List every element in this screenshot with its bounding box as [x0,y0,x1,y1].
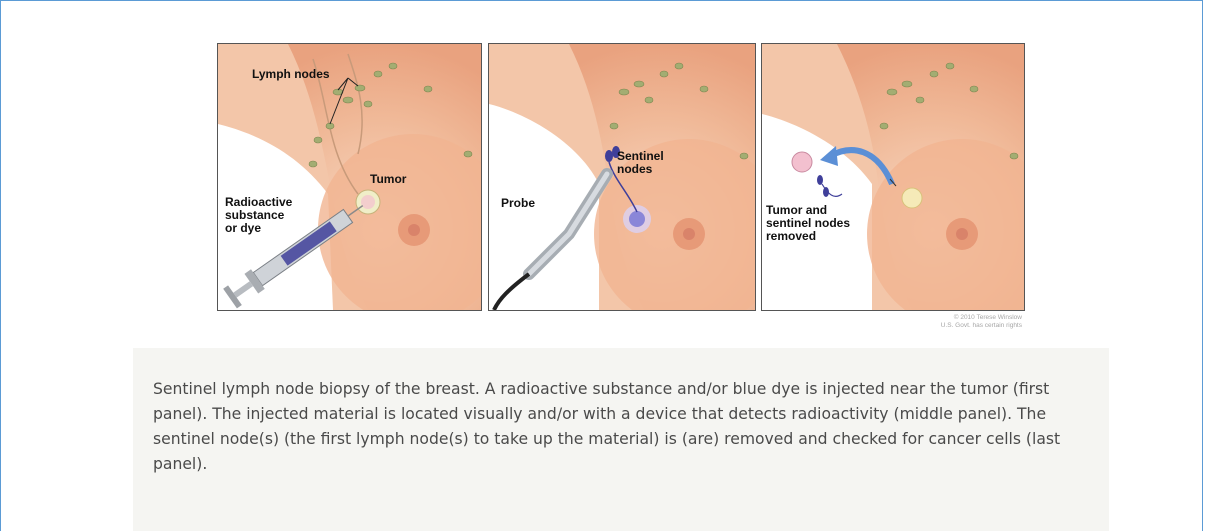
panel-removal: Tumor and sentinel nodes removed [761,43,1025,311]
credit-line-2: U.S. Govt. has certain rights [940,322,1022,330]
label-injection: Radioactive substance or dye [225,196,292,235]
label-tumor: Tumor [370,173,406,186]
caption-text: Sentinel lymph node biopsy of the breast… [153,377,1093,477]
panel-removal-drawing [762,44,1024,310]
medical-illustration: Lymph nodes Tumor Radioactive substance … [217,43,1025,313]
label-sentinel-nodes: Sentinel nodes [617,150,664,176]
caption-box: Sentinel lymph node biopsy of the breast… [133,348,1109,531]
panel-probe: Sentinel nodes Probe [488,43,756,311]
label-removed: Tumor and sentinel nodes removed [766,204,850,243]
panel-injection-drawing [218,44,481,310]
credit-line-1: © 2010 Terese Winslow [940,314,1022,322]
label-probe: Probe [501,197,535,210]
panel-probe-drawing [489,44,755,310]
panel-injection: Lymph nodes Tumor Radioactive substance … [217,43,482,311]
label-lymph-nodes: Lymph nodes [252,68,330,81]
image-credit: © 2010 Terese Winslow U.S. Govt. has cer… [940,314,1022,330]
